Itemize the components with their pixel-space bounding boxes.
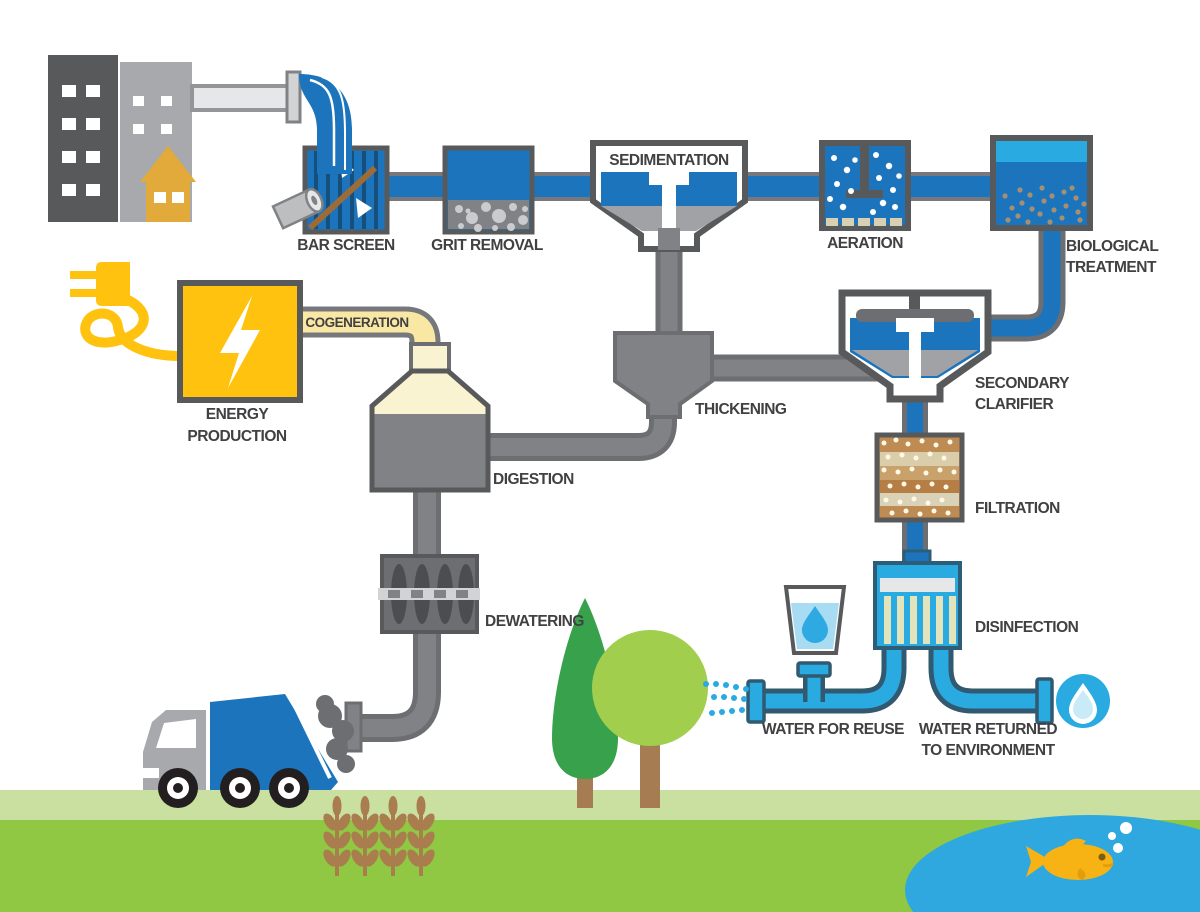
label-water-returned-1: WATER RETURNED — [919, 721, 1058, 738]
label-aeration: AERATION — [827, 235, 903, 252]
lightning-bolt-icon — [220, 296, 260, 388]
wastewater-fall — [299, 74, 352, 174]
label-water-returned-2: TO ENVIRONMENT — [921, 742, 1055, 759]
label-digestion: DIGESTION — [493, 471, 574, 488]
sludge-truck-icon — [143, 694, 355, 808]
sedimentation-tank — [590, 140, 748, 252]
buildings-icon — [48, 55, 196, 222]
label-water-for-reuse: WATER FOR REUSE — [762, 721, 904, 738]
fish-icon — [1026, 822, 1132, 880]
sludge-pipes — [344, 238, 900, 753]
water-returned-pipe — [928, 645, 1054, 725]
digestion-tank — [369, 342, 491, 493]
label-secondary-2: CLARIFIER — [975, 396, 1053, 413]
label-biological-1: BIOLOGICAL — [1066, 238, 1158, 255]
water-reuse-pipe — [746, 645, 907, 724]
grit-removal-unit — [442, 145, 535, 235]
biological-treatment-tank — [990, 135, 1093, 231]
cogeneration-pipe — [298, 306, 441, 356]
trees-icon — [552, 598, 708, 808]
aeration-tank — [819, 140, 911, 231]
label-thickening: THICKENING — [695, 401, 787, 418]
secondary-clarifier-tank — [838, 289, 992, 403]
energy-production-box — [177, 280, 303, 403]
water-drop-icon — [1056, 674, 1110, 728]
sewer-inflow-pipe — [190, 70, 302, 124]
thickening-funnel — [613, 331, 714, 419]
label-grit-removal: GRIT REMOVAL — [431, 237, 543, 254]
label-sedimentation: SEDIMENTATION — [609, 152, 729, 169]
labels: BAR SCREEN GRIT REMOVAL SEDIMENTATION AE… — [187, 152, 1158, 759]
disinfection-unit — [873, 549, 962, 650]
glass-of-water-icon — [783, 585, 847, 655]
label-cogeneration: COGENERATION — [305, 315, 408, 330]
label-energy-2: PRODUCTION — [187, 428, 287, 445]
filtration-unit — [874, 432, 965, 523]
label-filtration: FILTRATION — [975, 500, 1060, 517]
power-plug-icon — [70, 262, 181, 361]
label-energy-1: ENERGY — [206, 406, 270, 423]
dewatering-unit — [378, 554, 480, 634]
label-disinfection: DISINFECTION — [975, 619, 1079, 636]
label-biological-2: TREATMENT — [1066, 259, 1157, 276]
biological-outlet-pipe — [985, 226, 1066, 342]
label-dewatering: DEWATERING — [485, 613, 584, 630]
label-secondary-1: SECONDARY — [975, 375, 1070, 392]
sprinkler-spray — [703, 681, 749, 716]
label-bar-screen: BAR SCREEN — [297, 237, 395, 254]
